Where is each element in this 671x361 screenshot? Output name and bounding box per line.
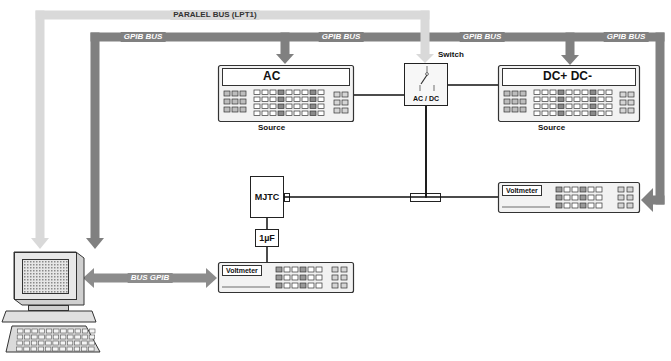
wire — [354, 94, 404, 96]
display-text: DC+ DC- — [543, 70, 592, 82]
switch-mode: AC / DC — [405, 95, 447, 102]
instrument-label: Voltmeter — [502, 185, 542, 196]
wire — [266, 218, 268, 229]
source-label: Source — [258, 124, 285, 132]
bus-label: GPIB BUS — [460, 32, 505, 42]
source-label: Source — [538, 124, 565, 132]
instrument-panel — [218, 65, 354, 135]
bus-label: GPIB BUS — [319, 32, 364, 42]
ac-source: AC Source — [218, 65, 354, 135]
bus-label: BUS GPIB — [128, 273, 173, 283]
wire — [266, 247, 268, 262]
bus-label: GPIB BUS — [121, 32, 166, 42]
bus-label: PARALEL BUS (LPT1) — [170, 10, 259, 20]
voltmeter: Voltmeter — [498, 182, 640, 213]
switch-label: Switch — [438, 51, 464, 59]
keyboard-keys — [17, 329, 95, 351]
instrument-label: Voltmeter — [222, 265, 262, 276]
box-label: MJTC — [255, 193, 280, 202]
computer — [2, 252, 100, 352]
box-label: 1µF — [259, 234, 275, 243]
dc-source: DC+ DC- Source — [498, 65, 640, 135]
gpib-link — [83, 268, 217, 288]
mjtc-box: MJTC — [250, 176, 284, 218]
parallel-bus — [31, 11, 434, 250]
capacitor-box: 1µF — [255, 229, 279, 247]
wire — [426, 106, 498, 197]
wire — [448, 84, 498, 86]
voltmeter: Voltmeter — [218, 262, 354, 293]
display-text: AC — [263, 70, 280, 82]
gpib-bus — [86, 33, 665, 250]
bus-label: GPIB BUS — [604, 32, 649, 42]
ac-dc-switch: SwitchAC / DC — [404, 63, 448, 106]
